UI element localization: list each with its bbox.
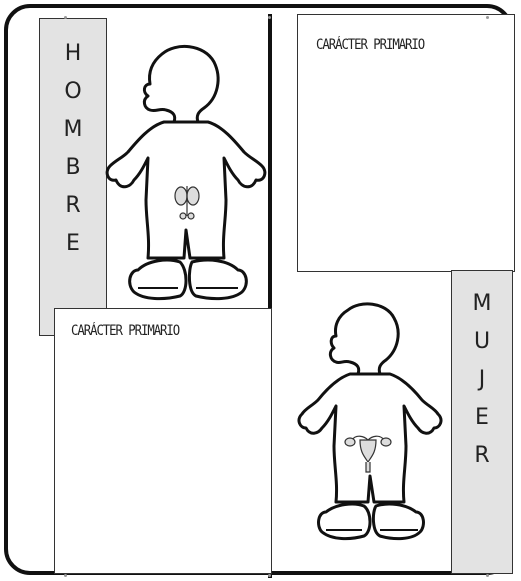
caracter-primario-box-hombre[interactable]: CARÁCTER PRIMARIO [54, 308, 272, 574]
corner-dot [486, 16, 489, 19]
mujer-letter: R [474, 443, 490, 468]
center-divider [268, 14, 272, 578]
female-reproductive-organ-icon [344, 435, 392, 473]
hombre-letter: H [64, 41, 82, 66]
mujer-letter: J [478, 367, 486, 392]
corner-dot [486, 574, 489, 577]
male-reproductive-organ-icon [174, 186, 200, 220]
hombre-label-bar: H O M B R E [39, 18, 107, 336]
boy-figure-icon [105, 44, 267, 301]
girl-figure-icon [297, 302, 443, 541]
hombre-letter: M [63, 117, 83, 142]
hombre-letter: E [66, 231, 80, 256]
corner-dot [268, 574, 271, 577]
mujer-letter: U [473, 329, 491, 354]
corner-dot [64, 16, 67, 19]
hombre-letter: B [65, 155, 81, 180]
mujer-letter: E [475, 405, 489, 430]
mujer-label-bar: M U J E R [451, 270, 513, 574]
hombre-letter: O [64, 79, 82, 104]
hombre-letter: R [65, 193, 81, 218]
mujer-letter: M [472, 291, 492, 316]
box-title: CARÁCTER PRIMARIO [71, 323, 180, 339]
caracter-primario-box-mujer[interactable]: CARÁCTER PRIMARIO [297, 14, 515, 272]
corner-dot [64, 574, 67, 577]
box-title: CARÁCTER PRIMARIO [316, 37, 425, 53]
corner-dot [268, 16, 271, 19]
